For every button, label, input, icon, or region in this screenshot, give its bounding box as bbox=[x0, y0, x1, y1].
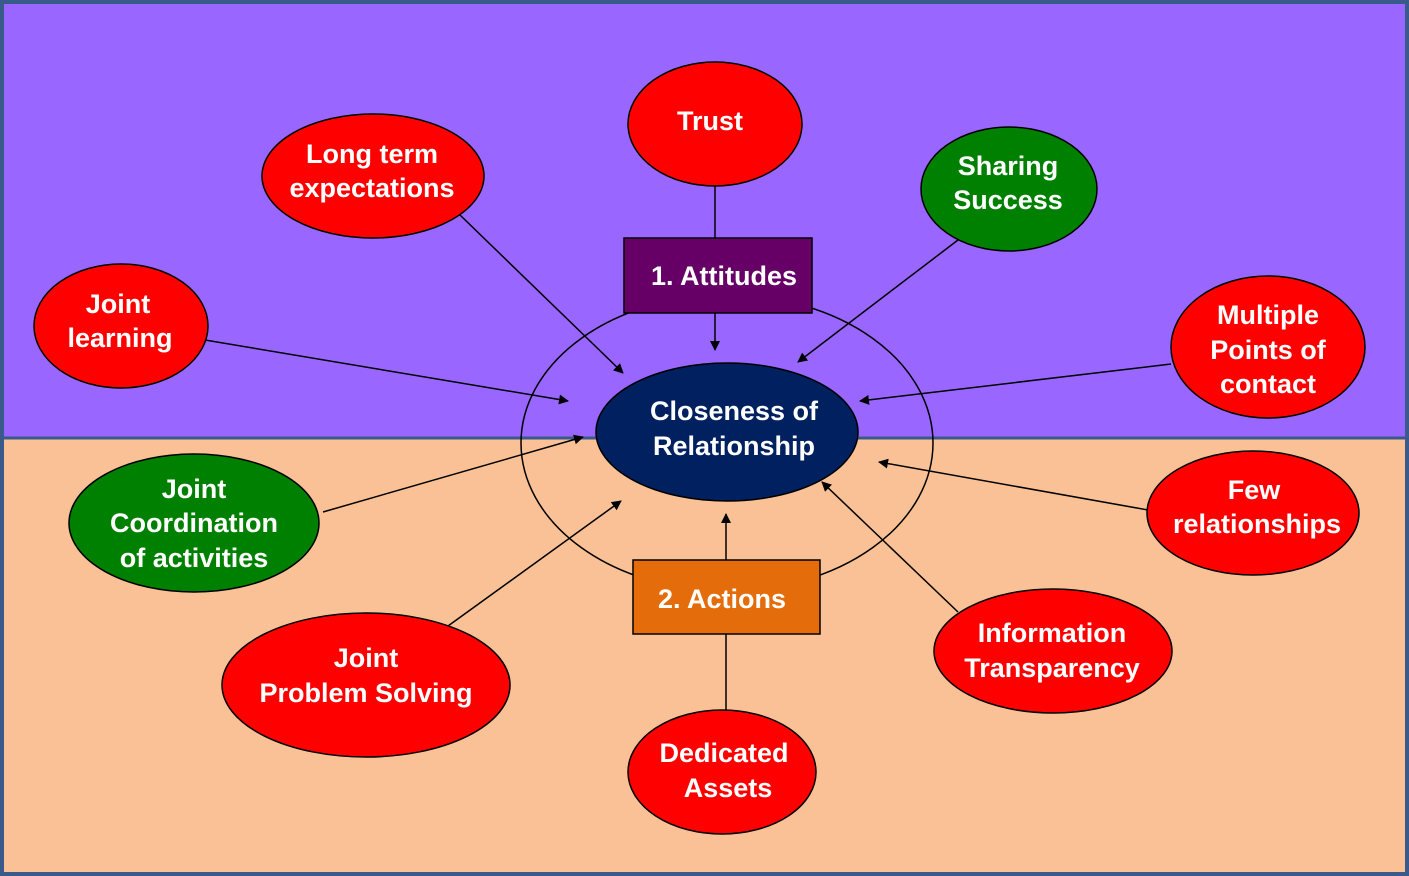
attitudes-label: 1. Attitudes bbox=[651, 261, 797, 291]
long-term-line-1: Long term bbox=[306, 139, 438, 169]
arrow-joint-problem bbox=[447, 500, 622, 627]
few-relationships-line-1: Few bbox=[1228, 475, 1282, 505]
joint-coordination-line-3: of activities bbox=[120, 543, 269, 573]
arrow-long-term bbox=[459, 214, 624, 374]
few-relationships-line-2: relationships bbox=[1173, 509, 1341, 539]
node-trust: Trust bbox=[627, 61, 803, 187]
node-joint-learning: Joint learning bbox=[33, 263, 209, 389]
information-line-1: Information bbox=[978, 618, 1127, 648]
joint-learning-line-2: learning bbox=[67, 323, 172, 353]
node-joint-coordination: Joint Coordination of activities bbox=[68, 453, 320, 593]
joint-learning-line-1: Joint bbox=[86, 289, 151, 319]
joint-coordination-line-1: Joint bbox=[162, 474, 227, 504]
actions-label: 2. Actions bbox=[658, 584, 786, 614]
dedicated-line-1: Dedicated bbox=[659, 738, 788, 768]
arrow-joint-coordination bbox=[322, 434, 584, 513]
trust-line-1: Trust bbox=[677, 106, 743, 136]
information-line-2: Transparency bbox=[964, 653, 1140, 683]
sharing-success-line-2: Success bbox=[953, 185, 1063, 215]
multiple-points-line-3: contact bbox=[1220, 369, 1316, 399]
node-long-term-expectations: Long term expectations bbox=[261, 113, 485, 239]
arrow-information bbox=[821, 481, 959, 613]
arrow-multiple-points bbox=[859, 363, 1172, 405]
long-term-line-2: expectations bbox=[289, 173, 454, 203]
sharing-success-line-1: Sharing bbox=[958, 151, 1059, 181]
node-multiple-points-of-contact: Multiple Points of contact bbox=[1170, 275, 1366, 419]
arrow-joint-learning bbox=[204, 339, 569, 405]
dedicated-line-2: Assets bbox=[684, 773, 773, 803]
attitudes-box: 1. Attitudes bbox=[623, 237, 813, 314]
center-line-2: Relationship bbox=[653, 431, 815, 461]
node-few-relationships: Few relationships bbox=[1146, 450, 1360, 576]
arrow-sharing-success bbox=[797, 239, 959, 363]
center-node: Closeness of Relationship bbox=[595, 362, 859, 502]
node-information-transparency: Information Transparency bbox=[933, 588, 1173, 714]
node-sharing-success: Sharing Success bbox=[920, 126, 1098, 252]
center-line-1: Closeness of bbox=[650, 396, 819, 426]
actions-box: 2. Actions bbox=[632, 559, 821, 635]
node-joint-problem-solving: Joint Problem Solving bbox=[221, 612, 511, 758]
multiple-points-line-1: Multiple bbox=[1217, 300, 1319, 330]
node-dedicated-assets: Dedicated Assets bbox=[627, 709, 817, 835]
multiple-points-line-2: Points of bbox=[1210, 335, 1326, 365]
arrow-few-relationships bbox=[878, 458, 1149, 511]
joint-coordination-line-2: Coordination bbox=[110, 508, 278, 538]
joint-problem-line-1: Joint bbox=[334, 643, 399, 673]
joint-problem-line-2: Problem Solving bbox=[259, 678, 472, 708]
